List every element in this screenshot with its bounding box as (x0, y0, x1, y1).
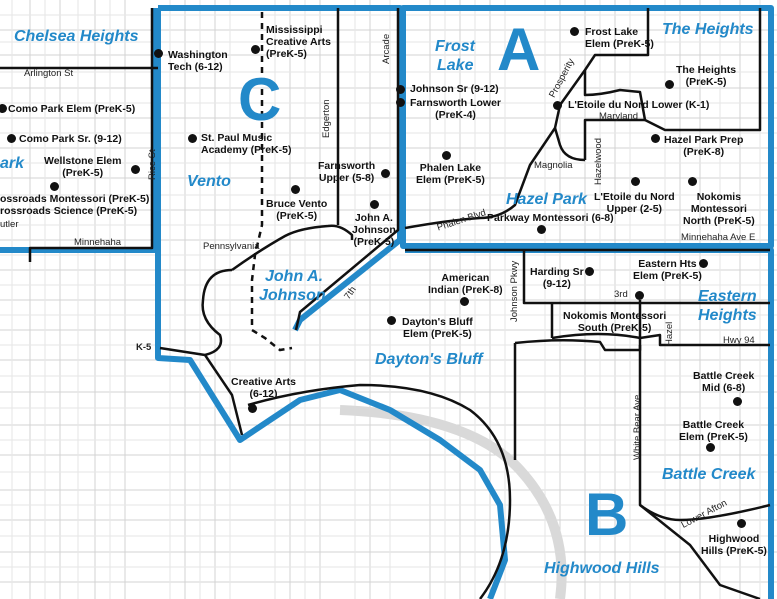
neighborhood-the-heights: The Heights (662, 21, 754, 38)
school-label-hazel-park-prep: Hazel Park Prep(PreK-8) (664, 134, 744, 159)
school-label-the-heights: The Heights(PreK-5) (676, 64, 737, 89)
street-label-white-bear-ave: White Bear Ave (632, 394, 643, 460)
neighborhood-chelsea-heights: Chelsea Heights (14, 28, 139, 45)
street-label-pennsylvania: Pennsylvania (203, 241, 260, 252)
school-dot-john-a-johnson (370, 200, 379, 209)
zone-letter-a: A (497, 16, 541, 83)
school-label-johnson-sr: Johnson Sr (9-12) (410, 83, 499, 95)
school-dot-parkway-montessori (537, 225, 546, 234)
school-dot-the-heights (665, 80, 674, 89)
neighborhood-vento: Vento (187, 173, 231, 190)
school-dot-hazel-park-prep (651, 134, 660, 143)
school-dot-frost-lake-elem (570, 27, 579, 36)
neighborhood-eastern-heights-line1: Eastern (698, 288, 757, 305)
neighborhood-como-park: ark (0, 155, 25, 172)
school-label-parkway-montessori: Parkway Montessori (6-8) (487, 212, 614, 224)
street-label-butler: utler (0, 219, 19, 230)
school-dot-johnson-sr (396, 85, 405, 94)
school-label-farnsworth-lower: Farnsworth Lower(PreK-4) (410, 97, 502, 122)
street-label-arcade: Arcade (381, 33, 392, 64)
zone-boundaries (0, 8, 771, 599)
school-label-john-a-johnson: John A.Johnson(PreK-5) (352, 212, 396, 249)
school-label-creative-arts: Creative Arts(6-12) (231, 376, 296, 401)
street-label-minnehaha-ave-e: Minnehaha Ave E (681, 232, 756, 243)
street-label-edgerton: Edgerton (321, 99, 332, 138)
school-dot-creative-arts (248, 404, 257, 413)
school-label-bruce-vento: Bruce Vento(PreK-5) (266, 198, 328, 223)
school-label-letoile-lower: L'Etoile du Nord Lower (K-1) (568, 99, 710, 111)
neighborhood-frost-lake-line2: Lake (437, 57, 474, 74)
school-dot-american-indian (460, 297, 469, 306)
street-label-hazelwood: Hazelwood (593, 138, 604, 185)
school-label-crossroads: ossroads Montessori (PreK-5)rossroads Sc… (0, 193, 150, 218)
school-dot-washington-tech (154, 49, 163, 58)
street-label-maryland: Maryland (599, 111, 639, 122)
school-dot-como-park-elem (0, 104, 7, 113)
school-dot-third-st (635, 291, 644, 300)
school-dot-phalen-lake-elem (442, 151, 451, 160)
street-label-minnehaha: Minnehaha (74, 237, 122, 248)
zone-letter-b: B (585, 481, 629, 548)
zone-letter-c: C (238, 66, 282, 133)
school-dot-farnsworth-upper (381, 169, 390, 178)
neighborhood-john-a-johnson-line2: Johnson (259, 287, 326, 304)
street-label-k5-fragment: K-5 (136, 342, 152, 353)
school-dot-farnsworth-lower (396, 98, 405, 107)
street-label-hazel: Hazel (664, 321, 675, 346)
school-dot-bruce-vento (291, 185, 300, 194)
neighborhood-hazel-park: Hazel Park (506, 191, 587, 208)
street-label-rice: Rice St (147, 149, 158, 180)
neighborhood-highwood-hills: Highwood Hills (544, 560, 660, 577)
school-label-harding-sr: Harding Sr(9-12) (530, 266, 584, 291)
neighborhood-frost-lake-line1: Frost (435, 38, 475, 55)
river-bank (339, 405, 567, 599)
school-dot-wellstone-elem (131, 165, 140, 174)
school-dot-crossroads (50, 182, 59, 191)
street-label-hwy-94: Hwy 94 (723, 335, 755, 346)
street-label-third: 3rd (614, 289, 628, 300)
school-dot-mississippi-creative-arts (251, 45, 260, 54)
neighborhood-john-a-johnson-line1: John A. (265, 268, 324, 285)
school-dot-battle-creek-mid (733, 397, 742, 406)
neighborhood-daytons-bluff: Dayton's Bluff (375, 351, 483, 368)
school-dot-highwood-hills (737, 519, 746, 528)
neighborhood-eastern-heights-line2: Heights (698, 307, 757, 324)
school-dot-harding-sr (585, 267, 594, 276)
school-label-wellstone-elem: Wellstone Elem(PreK-5) (44, 155, 122, 180)
street-label-magnolia: Magnolia (534, 160, 573, 171)
school-dot-letoile-upper (631, 177, 640, 186)
school-label-como-park-sr: Como Park Sr. (9-12) (19, 133, 122, 145)
school-dot-nokomis-north (688, 177, 697, 186)
school-dot-st-paul-music-academy (188, 134, 197, 143)
school-dot-eastern-hts-elem (699, 259, 708, 268)
school-label-como-park-elem: Como Park Elem (PreK-5) (8, 103, 136, 115)
school-dot-letoile-lower (553, 101, 562, 110)
school-dot-como-park-sr (7, 134, 16, 143)
school-dot-battle-creek-elem (706, 443, 715, 452)
school-dot-daytons-bluff-elem (387, 316, 396, 325)
neighborhood-battle-creek: Battle Creek (662, 466, 756, 483)
street-label-arlington: Arlington St (24, 68, 74, 79)
street-label-johnson-pkwy: Johnson Pkwy (509, 260, 520, 322)
